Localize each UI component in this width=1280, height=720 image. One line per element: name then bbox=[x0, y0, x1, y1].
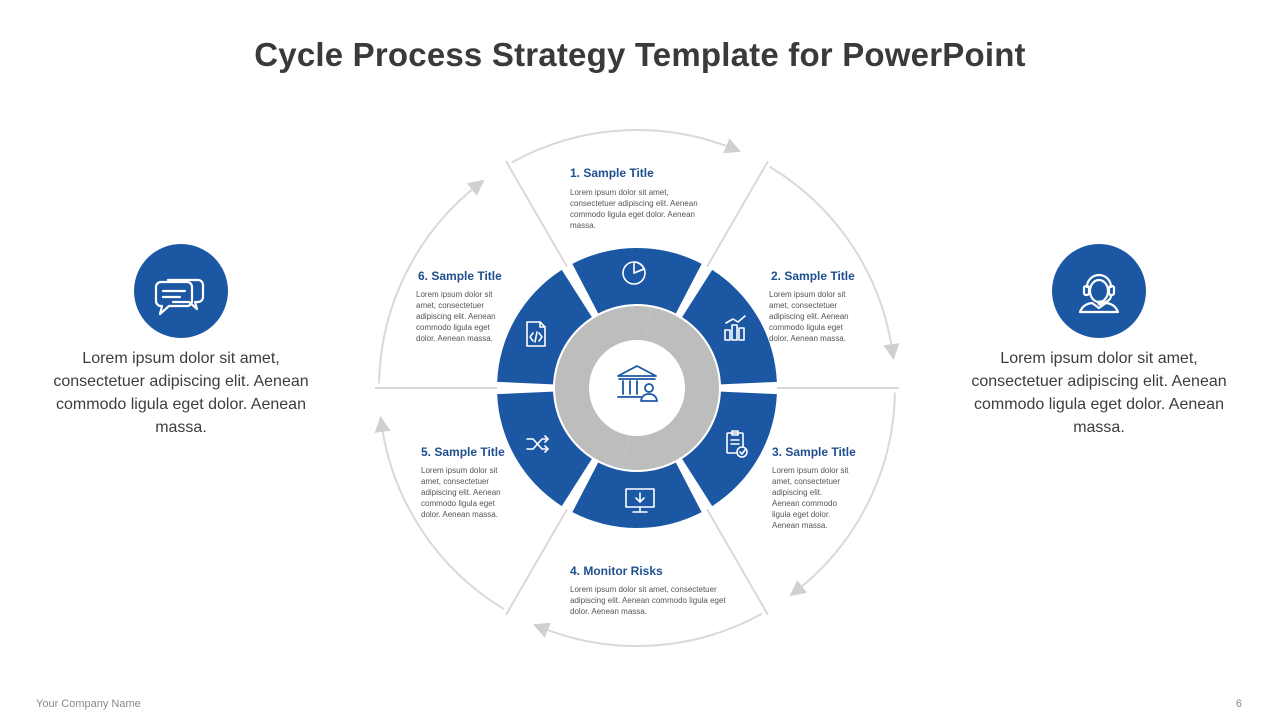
segment-4-body: Lorem ipsum dolor sit amet, consectetuer… bbox=[570, 585, 726, 616]
segment-2-body: Lorem ipsum dolor sit amet, consectetuer… bbox=[769, 290, 849, 343]
segment-4-title: 4. Monitor Risks bbox=[570, 564, 663, 578]
segment-icons bbox=[526, 261, 748, 513]
segment-3-sector bbox=[682, 391, 777, 507]
clipboard-check-icon bbox=[726, 430, 748, 458]
segment-6-title: 6. Sample Title bbox=[418, 269, 502, 283]
right-panel-text: Lorem ipsum dolor sit amet, consectetuer… bbox=[971, 350, 1227, 436]
headset-user-icon bbox=[1052, 244, 1146, 338]
segment-2-title: 2. Sample Title bbox=[771, 269, 855, 283]
bar-chart-icon bbox=[724, 315, 746, 341]
segment-6-body: Lorem ipsum dolor sit amet, consectetuer… bbox=[416, 290, 496, 343]
segment-3-title: 3. Sample Title bbox=[772, 445, 856, 459]
cell-divider bbox=[505, 160, 568, 268]
segment-5-body: Lorem ipsum dolor sit amet, consectetuer… bbox=[421, 466, 501, 519]
chat-bubbles-icon bbox=[134, 244, 228, 338]
cell-arrow-arc bbox=[789, 392, 896, 597]
page-number: 6 bbox=[1235, 698, 1242, 710]
pie-chart-icon bbox=[622, 261, 646, 285]
segment-2-sector bbox=[682, 269, 777, 385]
cell-arrow-arc bbox=[374, 415, 505, 611]
cell-arrow-arc bbox=[511, 129, 742, 164]
gray-ring-right-half bbox=[622, 307, 719, 470]
segment-5-title: 5. Sample Title bbox=[421, 445, 505, 459]
segment-1-sector bbox=[572, 248, 702, 314]
slide-title: Cycle Process Strategy Template for Powe… bbox=[254, 36, 1026, 73]
gray-ring-left-half bbox=[555, 306, 652, 469]
cell-arrow-arc bbox=[378, 179, 485, 384]
left-panel-text: Lorem ipsum dolor sit amet, consectetuer… bbox=[53, 350, 309, 436]
segment-1-body: Lorem ipsum dolor sit amet, consectetuer… bbox=[570, 188, 698, 230]
segment-1-title: 1. Sample Title bbox=[570, 166, 654, 180]
cell-divider bbox=[706, 508, 769, 616]
footer-company-name: Your Company Name bbox=[36, 698, 141, 710]
bank-user-icon bbox=[617, 365, 658, 402]
segment-4-sector bbox=[572, 462, 702, 528]
cell-arrow-arc bbox=[769, 165, 900, 361]
monitor-download-icon bbox=[625, 488, 655, 513]
code-file-icon bbox=[526, 321, 546, 347]
cell-arrow-arc bbox=[532, 612, 763, 647]
segment-3-body: Lorem ipsum dolor sit amet, consectetuer… bbox=[772, 466, 849, 530]
shuffle-icon bbox=[526, 435, 549, 453]
cell-divider bbox=[505, 508, 568, 616]
outer-cells bbox=[374, 129, 900, 647]
cell-divider bbox=[706, 160, 769, 268]
